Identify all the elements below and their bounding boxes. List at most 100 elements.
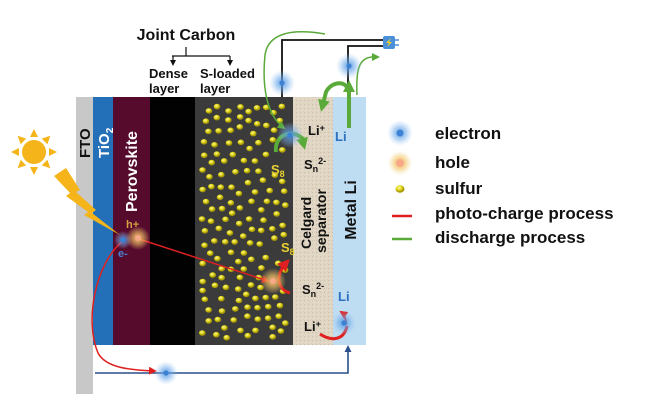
sulfur-particle <box>215 225 223 232</box>
sulfur-particle <box>245 108 252 115</box>
sulfur-particle <box>254 316 262 323</box>
sulfur-particle <box>232 306 239 312</box>
sulfur-particle <box>217 184 225 190</box>
li-metal-layer <box>333 97 366 345</box>
metal-li-label: Metal Li <box>343 180 360 240</box>
sulfur-particle <box>260 217 267 223</box>
legend-item-hole: hole <box>388 151 470 175</box>
sulfur-particle <box>252 327 259 334</box>
hole-glow-perovskite <box>126 226 150 250</box>
legend-label-photo-charge: photo-charge process <box>435 204 614 223</box>
sulfur-particle <box>255 139 262 146</box>
sun-ray <box>49 148 57 156</box>
sulfur-particle <box>207 218 215 224</box>
dense-layer-label: Dense layer <box>149 66 192 96</box>
sulfur-particle <box>282 202 289 208</box>
sulfur-particle <box>264 315 272 322</box>
dense-carbon-layer <box>150 97 195 345</box>
sun-ray <box>41 135 51 145</box>
sulfur-particle <box>236 205 244 211</box>
sulfur-particle <box>225 117 232 123</box>
sulfur-particle <box>273 199 280 206</box>
legend-item-photo-charge: photo-charge process <box>392 204 614 223</box>
sulfur-particle <box>221 325 228 331</box>
sulfur-particle <box>280 231 288 238</box>
sulfur-particle <box>199 287 206 294</box>
sulfur-particle <box>242 291 250 298</box>
sulfur-particle <box>199 186 206 193</box>
sulfur-particle <box>198 216 206 222</box>
sulfur-icon <box>395 185 405 193</box>
sulfur-particle <box>244 179 252 186</box>
sulfur-particle <box>199 167 206 173</box>
sulfur-particle <box>227 249 235 256</box>
sulfur-particle <box>218 205 226 212</box>
sulfur-particle <box>236 124 244 130</box>
sulfur-particle <box>280 188 288 194</box>
sulfur-particle <box>244 313 251 320</box>
sulfur-particle <box>236 274 244 281</box>
sulfur-particle <box>253 105 261 111</box>
sulfur-particle <box>262 294 270 301</box>
fto-label: FTO <box>77 128 94 158</box>
sulfur-particle <box>201 296 209 303</box>
sulfur-particle <box>258 207 265 213</box>
sulfur-particle <box>269 137 277 143</box>
sulfur-particle <box>257 227 265 234</box>
sulfur-particle <box>266 187 274 194</box>
sulfur-particle <box>214 255 221 262</box>
sulfur-particle <box>201 242 208 249</box>
sulfur-particle <box>214 316 222 323</box>
s-loaded-layer-label: S-loaded layer <box>200 66 259 96</box>
electron-glow-sulfur <box>277 122 303 148</box>
sulfur-particle <box>262 254 270 261</box>
sulfur-particle <box>278 178 286 185</box>
sun-icon <box>11 129 57 175</box>
perovskite-layer <box>113 97 150 345</box>
sulfur-particle <box>218 171 225 178</box>
sulfur-particle <box>239 233 247 239</box>
electron-glow-li <box>332 311 356 335</box>
sulfur-particle <box>208 206 216 212</box>
sulfur-particle <box>220 158 228 164</box>
sulfur-particle <box>237 104 244 110</box>
sulfur-particle <box>255 168 262 174</box>
sulfur-particle <box>215 128 222 134</box>
sulfur-particle <box>213 331 220 338</box>
sulfur-particle <box>251 189 259 195</box>
discharge-external-path <box>263 31 326 130</box>
sulfur-particle <box>213 103 221 110</box>
sulfur-particle <box>213 151 221 157</box>
sulfur-particle <box>227 127 234 134</box>
sun-ray <box>41 159 51 169</box>
load-plug-icon <box>383 36 399 49</box>
sulfur-particle <box>278 103 286 110</box>
sulfur-particle <box>228 184 235 190</box>
sulfur-particle <box>245 117 252 124</box>
sulfur-particle <box>225 140 233 146</box>
sulfur-particle <box>269 334 277 340</box>
sulfur-particle <box>258 265 265 271</box>
sulfur-particle <box>218 274 225 281</box>
sulfur-particle <box>222 284 230 291</box>
sulfur-particle <box>262 151 270 158</box>
sulfur-particle <box>199 330 206 336</box>
sulfur-particle <box>201 228 209 234</box>
sun-ray <box>30 129 38 137</box>
sulfur-particle <box>218 265 225 272</box>
sulfur-particle <box>205 307 212 313</box>
sulfur-particle <box>274 260 282 267</box>
sulfur-particle <box>218 308 226 314</box>
electron-label: e- <box>118 248 128 260</box>
electron-glow-bottom-wire <box>154 361 178 385</box>
sulfur-particle <box>235 190 243 197</box>
sulfur-particle <box>225 108 232 114</box>
sulfur-particle <box>240 266 248 272</box>
sulfur-particle <box>229 151 237 158</box>
legend-item-sulfur: sulfur <box>395 179 483 198</box>
photo-charge-hole-path <box>135 237 270 283</box>
sulfur-particle <box>234 286 242 292</box>
sulfur-particle <box>230 317 237 323</box>
tio2-label: TiO2 <box>96 127 116 158</box>
